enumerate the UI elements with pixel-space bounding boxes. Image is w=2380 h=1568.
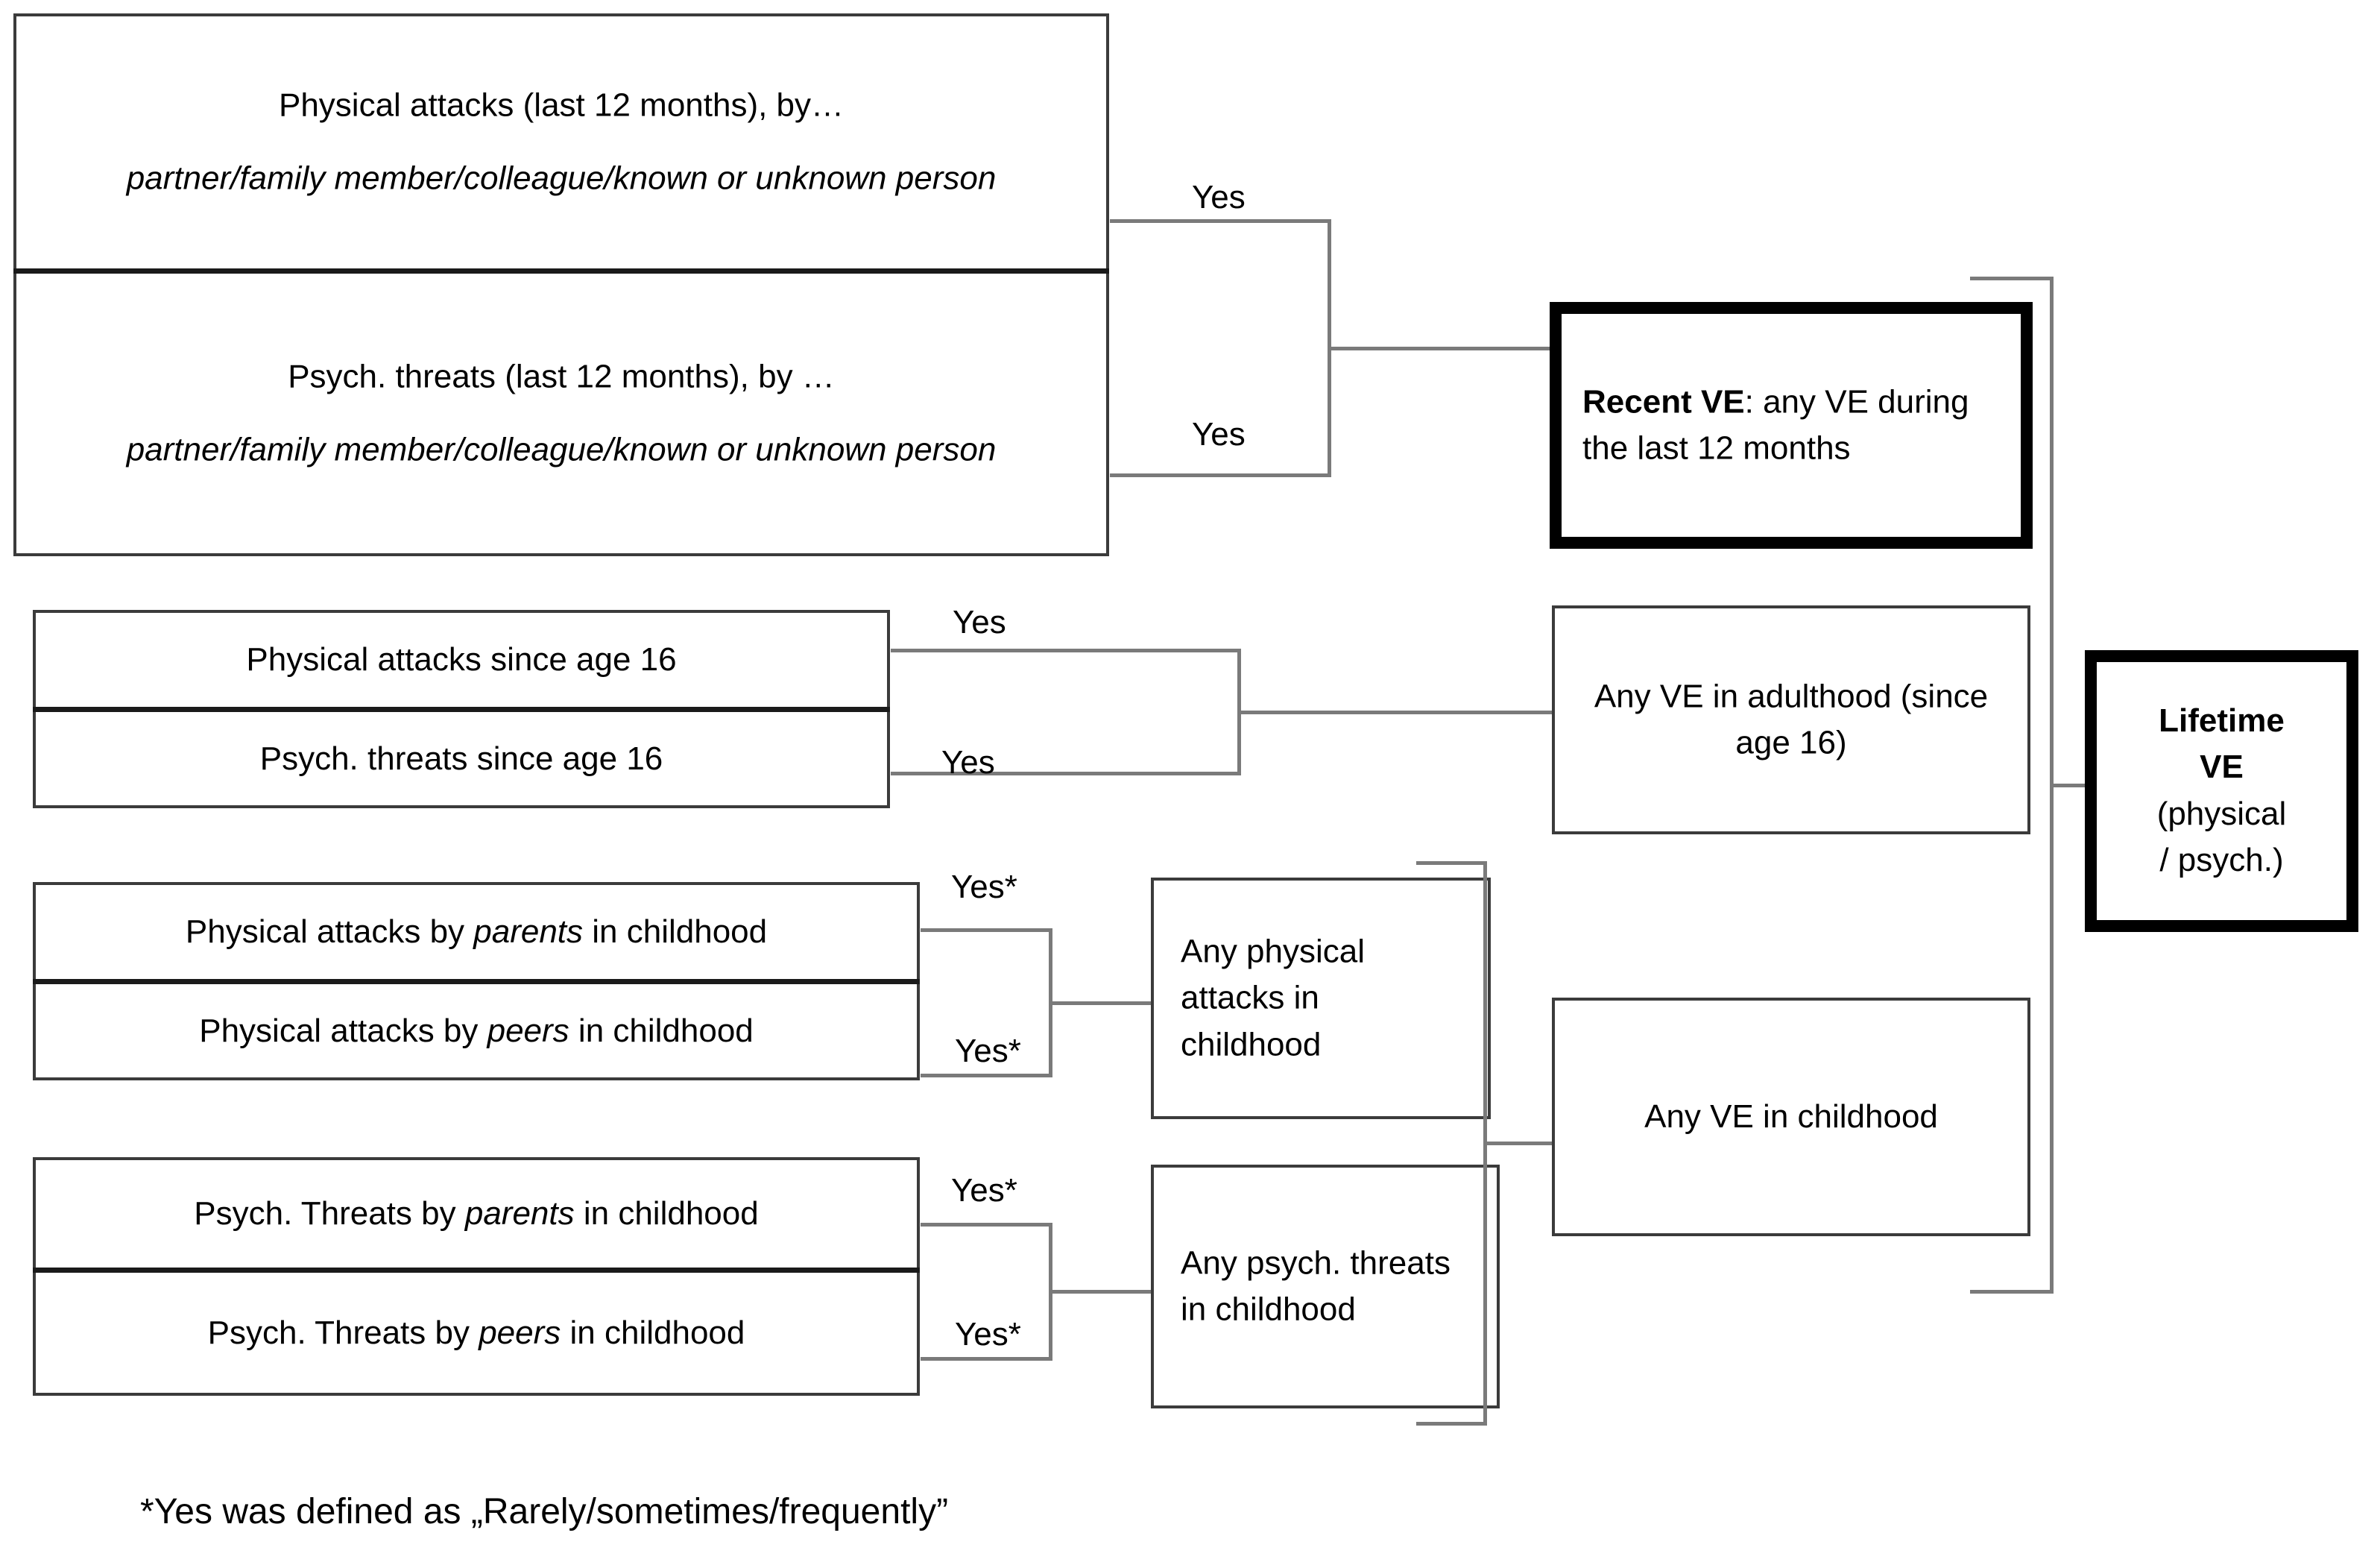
recent-yes-top-label: Yes <box>1192 179 1246 215</box>
childhood-psych-peers-em: peers <box>479 1314 561 1351</box>
recent-ve-outcome-box: Recent VE: any VE during the last 12 mon… <box>1550 302 2033 549</box>
childhood-psych-parents-pre: Psych. Threats by <box>194 1194 465 1232</box>
childhood-psych-group-divider <box>33 1268 920 1273</box>
recent-psych-threats-row: Psych. threats (last 12 months), by … pa… <box>16 274 1106 553</box>
adulthood-physical-label: Physical attacks since age 16 <box>246 640 677 678</box>
childhood-physical-peers-row: Physical attacks by peers in childhood <box>36 984 917 1077</box>
lifetime-ve-bold-line2: VE <box>2200 749 2244 786</box>
childhood-outcome-label: Any VE in childhood <box>1644 1098 1938 1135</box>
adulthood-yes-bracket <box>891 649 1241 775</box>
adulthood-group-divider <box>33 707 890 712</box>
adulthood-yes-bottom-label: Yes <box>941 744 995 781</box>
recent-psych-line1: Psych. threats (last 12 months), by … <box>288 358 835 395</box>
footnote-text: *Yes was defined as „Rarely/sometimes/fr… <box>140 1492 949 1531</box>
adulthood-psych-label: Psych. threats since age 16 <box>259 740 663 777</box>
recent-physical-line1: Physical attacks (last 12 months), by… <box>278 86 845 124</box>
childhood-physical-bracket-to-outcome-line <box>1052 1001 1153 1005</box>
childhood-psych-peers-post: in childhood <box>561 1314 745 1351</box>
childhood-physical-parents-row: Physical attacks by parents in childhood <box>36 885 917 979</box>
childhood-physical-peers-post: in childhood <box>569 1012 754 1049</box>
recent-ve-label-bold: Recent VE <box>1582 383 1745 421</box>
recent-ve-label-rest: : any VE during the last 12 months <box>1582 383 1969 467</box>
childhood-psych-yes-bottom-label: Yes* <box>955 1316 1021 1353</box>
lifetime-bracket-to-outcome-line <box>2054 784 2087 787</box>
childhood-physical-yes-bracket <box>921 928 1052 1077</box>
childhood-psych-parents-em: parents <box>464 1194 575 1232</box>
childhood-physical-yes-top-label: Yes* <box>951 869 1017 905</box>
childhood-combined-bracket <box>1416 861 1487 1426</box>
childhood-physical-peers-em: peers <box>487 1012 569 1049</box>
childhood-physical-parents-pre: Physical attacks by <box>185 913 474 950</box>
childhood-bracket-to-outcome-line <box>1487 1142 1554 1145</box>
childhood-physical-yes-bottom-label: Yes* <box>955 1033 1021 1069</box>
adulthood-outcome-box: Any VE in adulthood (since age 16) <box>1552 605 2030 834</box>
adulthood-outcome-label: Any VE in adulthood (since age 16) <box>1594 678 1989 761</box>
recent-physical-attacks-row: Physical attacks (last 12 months), by… p… <box>16 16 1106 268</box>
childhood-psych-outcome-label: Any psych. threats in childhood <box>1181 1244 1451 1328</box>
lifetime-ve-outcome-box: Lifetime VE (physical / psych.) <box>2085 650 2358 932</box>
adulthood-bracket-to-outcome-line <box>1241 711 1554 714</box>
childhood-psych-yes-top-label: Yes* <box>951 1172 1017 1209</box>
childhood-psych-bracket-to-outcome-line <box>1052 1290 1153 1294</box>
childhood-psych-yes-bracket <box>921 1223 1052 1361</box>
lifetime-combined-bracket <box>1970 277 2054 1294</box>
recent-yes-bracket <box>1110 219 1331 477</box>
childhood-physical-peers-pre: Physical attacks by <box>199 1012 487 1049</box>
lifetime-ve-rest-line1: (physical <box>2156 796 2287 832</box>
recent-physical-line2: partner/family member/colleague/known or… <box>126 160 997 197</box>
recent-group-divider <box>13 268 1109 274</box>
childhood-physical-outcome-label: Any physical attacks in childhood <box>1181 933 1366 1063</box>
adulthood-yes-top-label: Yes <box>953 604 1006 640</box>
childhood-psych-peers-pre: Psych. Threats by <box>207 1314 479 1351</box>
childhood-outcome-box: Any VE in childhood <box>1552 998 2030 1236</box>
childhood-physical-parents-post: in childhood <box>583 913 768 950</box>
recent-psych-line2: partner/family member/colleague/known or… <box>126 431 997 468</box>
adulthood-physical-row: Physical attacks since age 16 <box>36 613 887 707</box>
lifetime-ve-rest-line2: / psych.) <box>2159 842 2284 879</box>
adulthood-psych-row: Psych. threats since age 16 <box>36 712 887 805</box>
recent-yes-bottom-label: Yes <box>1192 416 1246 453</box>
childhood-physical-parents-em: parents <box>473 913 584 950</box>
childhood-psych-peers-row: Psych. Threats by peers in childhood <box>36 1273 917 1393</box>
childhood-psych-parents-row: Psych. Threats by parents in childhood <box>36 1160 917 1268</box>
childhood-physical-outcome-box: Any physical attacks in childhood <box>1151 878 1491 1119</box>
recent-bracket-to-outcome-line <box>1331 347 1552 350</box>
childhood-psych-outcome-box: Any psych. threats in childhood <box>1151 1165 1500 1408</box>
childhood-physical-group-divider <box>33 979 920 984</box>
childhood-psych-parents-post: in childhood <box>574 1194 759 1232</box>
lifetime-ve-bold-line1: Lifetime <box>2159 702 2285 740</box>
